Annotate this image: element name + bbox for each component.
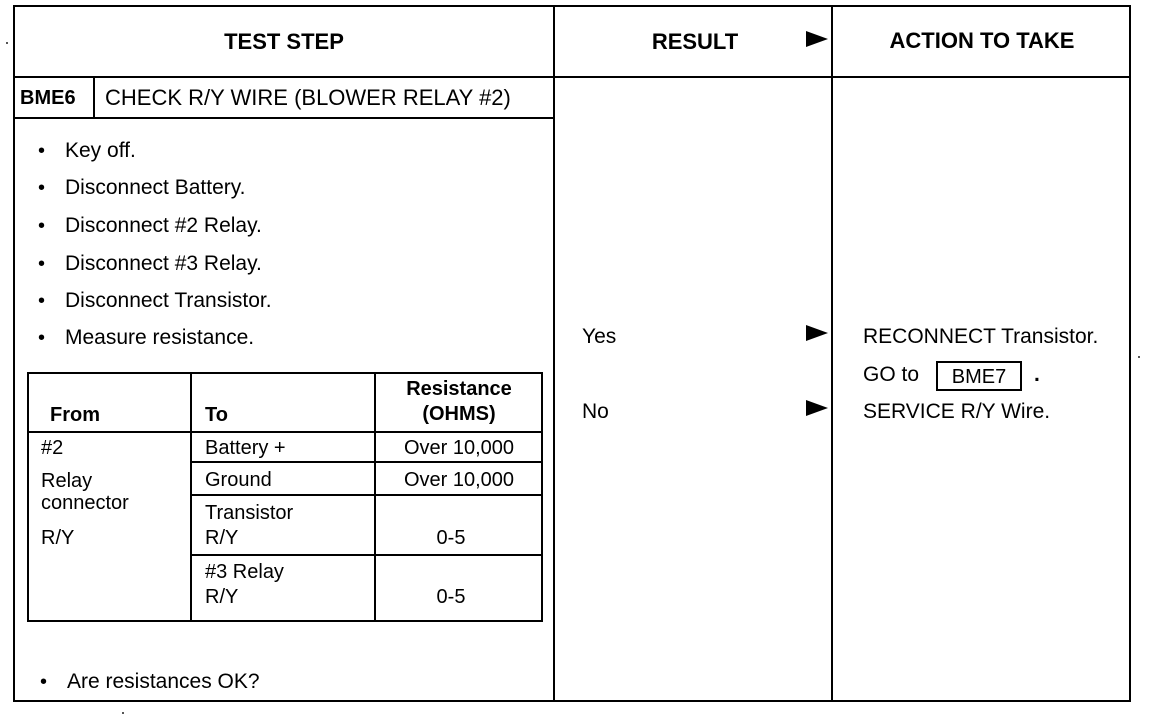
question-text: Are resistances OK?: [67, 670, 260, 693]
action-goto-suffix: .: [1034, 363, 1040, 386]
resistance-value: 0-5: [436, 527, 466, 549]
header-test-step: TEST STEP: [224, 29, 344, 54]
column-divider-2: [831, 5, 833, 702]
action-reconnect: RECONNECT Transistor.: [863, 325, 1099, 348]
header-result: RESULT: [651, 29, 739, 54]
result-no-arrow-icon: [806, 400, 828, 416]
bullet-icon: •: [38, 327, 46, 349]
bullet-icon: •: [38, 177, 46, 199]
table-row-divider: [190, 494, 543, 496]
result-no: No: [582, 400, 609, 423]
goto-step-label: BME7: [951, 366, 1007, 388]
resistance-table-frame: [27, 372, 543, 622]
scan-speck: [1138, 356, 1140, 358]
instruction-item: Measure resistance.: [65, 326, 255, 349]
header-divider: [13, 76, 1131, 78]
table-col-divider-1: [190, 372, 192, 622]
column-divider-1: [553, 5, 555, 702]
resistance-value: 0-5: [436, 586, 466, 608]
goto-step-link[interactable]: BME7: [936, 361, 1022, 391]
to-label: R/Y: [205, 586, 239, 608]
result-yes-arrow-icon: [806, 325, 828, 341]
bullet-icon: •: [38, 215, 46, 237]
instruction-item: Disconnect Battery.: [65, 176, 246, 199]
resistance-value: Over 10,000: [403, 437, 515, 459]
bullet-icon: •: [40, 671, 48, 693]
to-label: R/Y: [205, 527, 239, 549]
table-header-resistance: Resistance: [406, 378, 512, 400]
table-header-to: To: [205, 404, 228, 426]
table-header-divider: [27, 431, 543, 433]
from-label: connector: [41, 492, 129, 514]
bullet-icon: •: [38, 253, 46, 275]
bullet-icon: •: [38, 140, 46, 162]
table-header-ohms: (OHMS): [422, 403, 496, 425]
scan-speck: [6, 42, 8, 44]
step-id-divider: [93, 76, 95, 118]
scan-speck: [122, 712, 124, 714]
instruction-item: Disconnect #3 Relay.: [65, 252, 262, 275]
step-title: CHECK R/Y WIRE (BLOWER RELAY #2): [105, 85, 511, 110]
table-col-divider-2: [374, 372, 376, 622]
table-row-divider: [190, 554, 543, 556]
instruction-item: Disconnect #2 Relay.: [65, 214, 262, 237]
bullet-icon: •: [38, 290, 46, 312]
action-goto-prefix: GO to: [863, 363, 920, 386]
step-id: BME6: [20, 87, 76, 109]
result-yes: Yes: [582, 325, 617, 348]
resistance-value: Over 10,000: [403, 469, 515, 491]
table-row-divider: [190, 461, 543, 463]
header-arrow-icon: [806, 31, 828, 47]
table-header-from: From: [50, 404, 100, 426]
step-row-divider: [13, 117, 553, 119]
to-label: Transistor: [205, 502, 294, 524]
instruction-item: Disconnect Transistor.: [65, 289, 272, 312]
from-label: #2: [41, 437, 64, 459]
to-label: #3 Relay: [205, 561, 284, 583]
to-label: Ground: [205, 469, 272, 491]
instruction-item: Key off.: [65, 139, 136, 162]
outer-frame: [13, 5, 1131, 702]
header-action: ACTION TO TAKE: [889, 28, 1075, 53]
from-label: R/Y: [41, 527, 75, 549]
action-service: SERVICE R/Y Wire.: [863, 400, 1051, 423]
to-label: Battery +: [205, 437, 286, 459]
from-label: Relay: [41, 470, 93, 492]
